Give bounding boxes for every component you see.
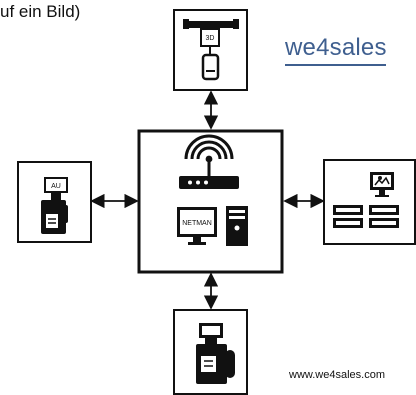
caption-text: uf ein Bild): [0, 2, 81, 21]
left-node-label: AU: [51, 183, 61, 190]
logo-prefix: we: [285, 34, 317, 61]
website-url: www.we4sales.com: [289, 369, 385, 381]
top-node-label: 3D: [206, 35, 215, 42]
logo-suffix: sales: [329, 34, 387, 61]
center-node-label: NETMAN: [182, 220, 212, 227]
card-terminal-icon: [196, 323, 235, 384]
right-node-box: [323, 159, 416, 245]
desktop-tower-icon: [226, 206, 248, 246]
3d-printer-device-icon: [183, 19, 239, 81]
center-node-box: [137, 129, 284, 274]
we4sales-logo: we4sales: [285, 34, 387, 62]
monitor-icon: [177, 207, 217, 245]
wifi-router-icon: [179, 134, 239, 189]
logo-underline: [285, 64, 386, 66]
network-switches-and-monitor-icon: [333, 172, 399, 228]
logo-digit: 4: [316, 34, 330, 61]
au-terminal-device-icon: [41, 177, 68, 234]
